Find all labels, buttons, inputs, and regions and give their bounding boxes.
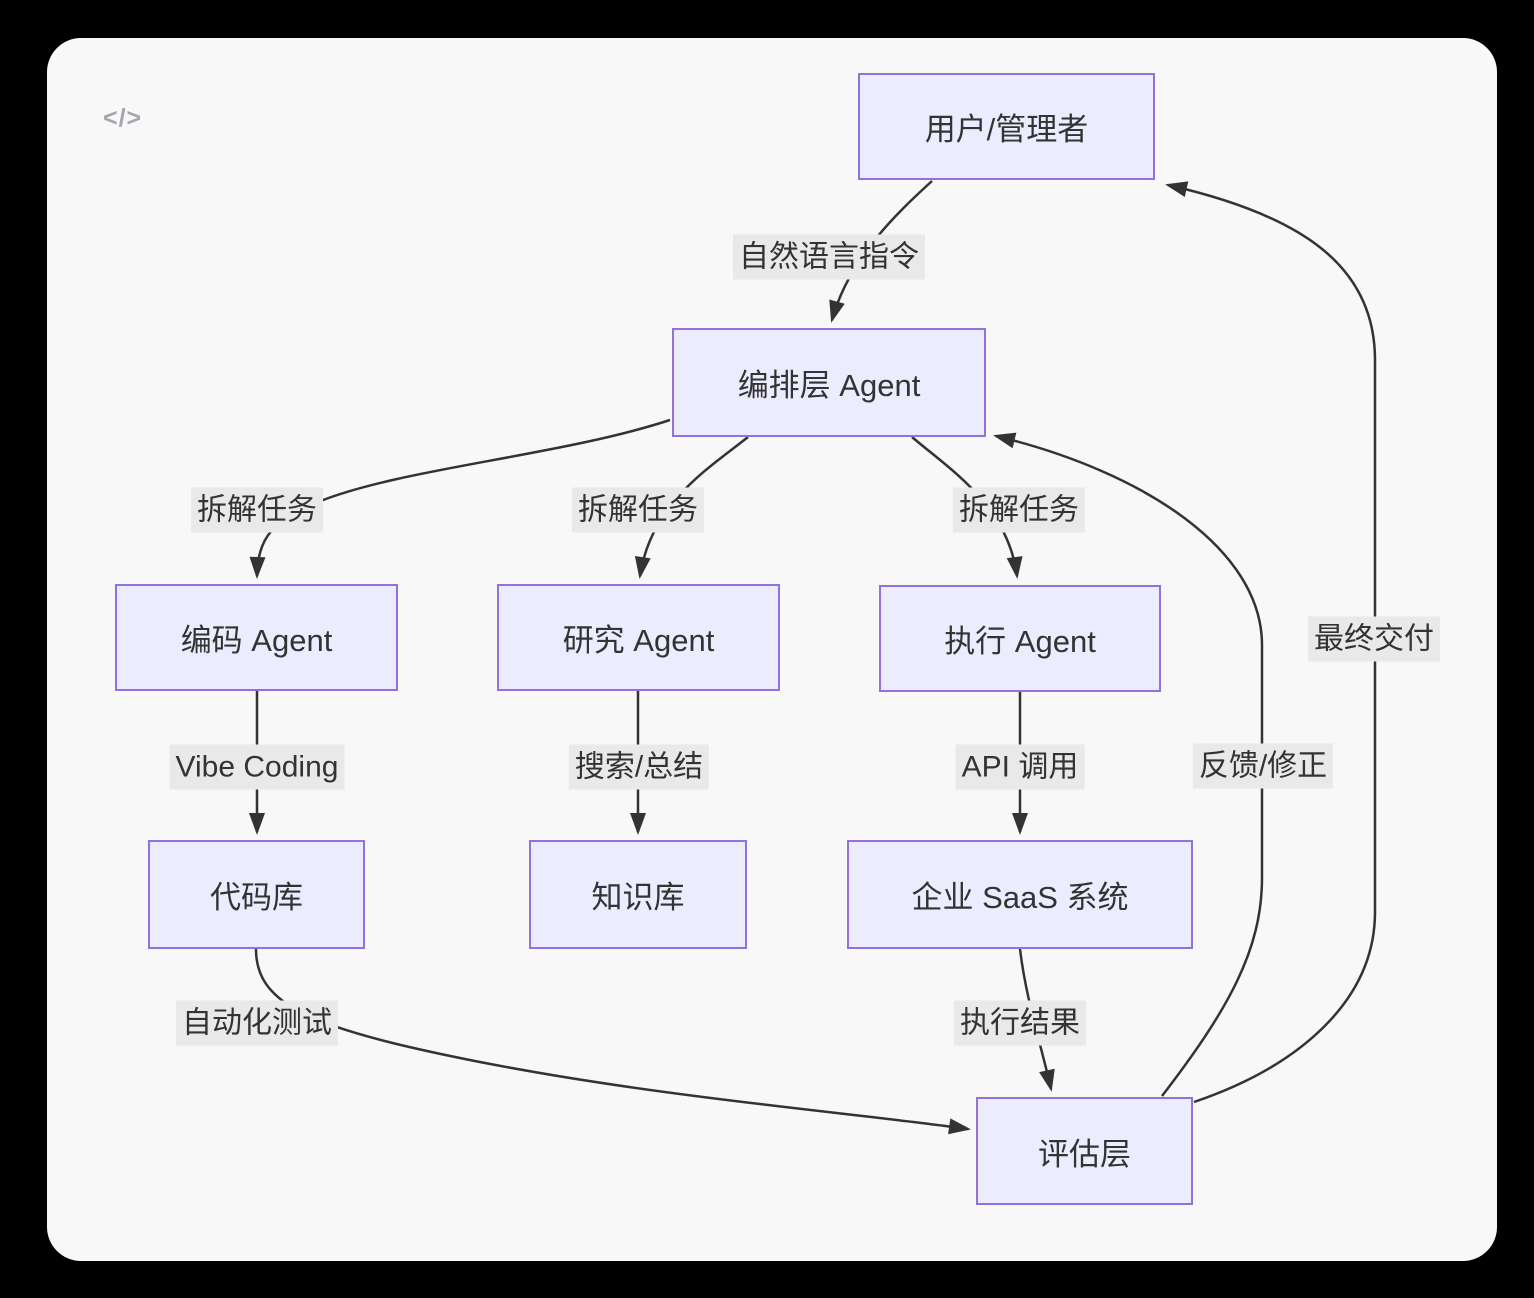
edge-label-feedback-correction: 反馈/修正: [1192, 743, 1334, 789]
edge-label-api-call: API 调用: [955, 744, 1085, 790]
edge-label-search-summarize: 搜索/总结: [568, 744, 710, 790]
node-evaluation-layer: 评估层: [976, 1097, 1193, 1205]
edge-codebase-evaluation: [254, 948, 971, 1135]
node-knowledge-base: 知识库: [529, 840, 747, 949]
edge-label-vibe-coding: Vibe Coding: [169, 744, 345, 790]
node-user: 用户/管理者: [858, 73, 1155, 180]
node-saas-system: 企业 SaaS 系统: [847, 840, 1193, 949]
edge-label-automated-testing: 自动化测试: [176, 1000, 338, 1046]
node-research-agent: 研究 Agent: [497, 584, 780, 691]
edge-label-decompose-task-3: 拆解任务: [953, 487, 1085, 533]
edge-evaluation-orchestrator: [993, 432, 1264, 1097]
edge-label-decompose-task-1: 拆解任务: [191, 487, 323, 533]
node-executor-agent: 执行 Agent: [879, 585, 1161, 692]
edge-label-execution-result: 执行结果: [954, 1000, 1086, 1046]
node-orchestrator: 编排层 Agent: [672, 328, 986, 437]
edge-label-decompose-task-2: 拆解任务: [572, 487, 704, 533]
code-brackets-icon: </>: [103, 104, 143, 132]
node-codebase: 代码库: [148, 840, 365, 949]
edge-label-natural-language-command: 自然语言指令: [733, 234, 925, 280]
edge-orchestrator-coding: [249, 418, 671, 579]
edge-label-final-delivery: 最终交付: [1308, 616, 1440, 662]
node-coding-agent: 编码 Agent: [115, 584, 398, 691]
